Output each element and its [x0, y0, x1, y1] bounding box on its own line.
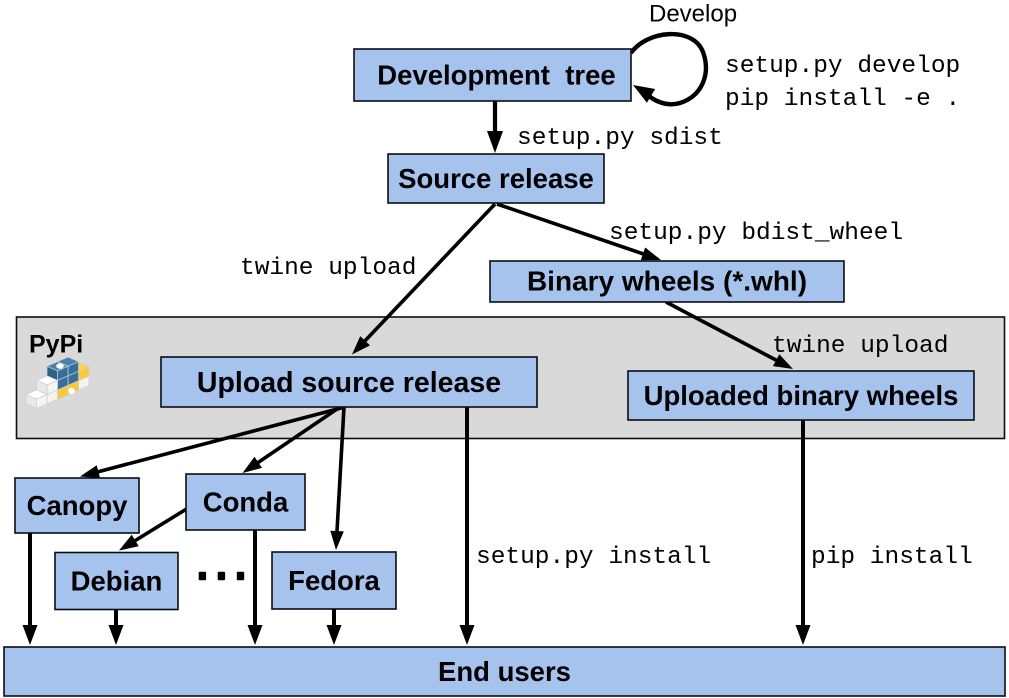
- svg-text:PyPi: PyPi: [29, 331, 83, 359]
- svg-text:Development tree: Development tree: [377, 60, 615, 91]
- svg-text:setup.py develop: setup.py develop: [725, 53, 960, 80]
- svg-text:Upload source release: Upload source release: [197, 367, 501, 399]
- svg-text:twine upload: twine upload: [772, 333, 948, 360]
- svg-text:setup.py sdist: setup.py sdist: [517, 125, 723, 152]
- svg-text:Canopy: Canopy: [27, 490, 129, 521]
- svg-text:pip install -e .: pip install -e .: [725, 86, 960, 113]
- svg-text:Develop: Develop: [649, 1, 737, 28]
- svg-text:setup.py bdist_wheel: setup.py bdist_wheel: [609, 220, 903, 247]
- svg-text:setup.py install: setup.py install: [476, 544, 711, 571]
- svg-text:Debian: Debian: [71, 566, 163, 597]
- svg-text:Uploaded binary wheels: Uploaded binary wheels: [644, 380, 959, 411]
- svg-text:End users: End users: [438, 656, 571, 687]
- svg-text:Fedora: Fedora: [288, 565, 380, 596]
- svg-text:pip install: pip install: [811, 544, 973, 571]
- svg-text:twine upload: twine upload: [240, 255, 416, 282]
- svg-text:Binary wheels (*.whl): Binary wheels (*.whl): [527, 265, 807, 296]
- svg-text:Source release: Source release: [398, 163, 594, 194]
- svg-text:Conda: Conda: [203, 487, 289, 518]
